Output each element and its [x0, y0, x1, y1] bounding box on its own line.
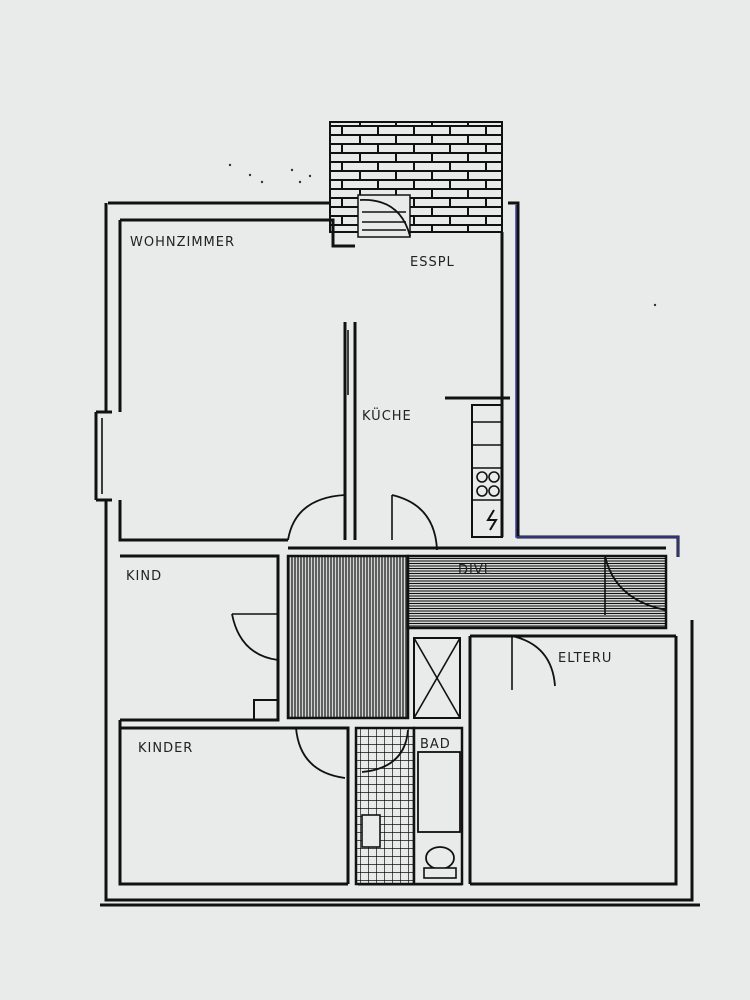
- room-label-bad: BAD: [420, 737, 451, 752]
- kind-walls: [120, 554, 280, 722]
- kitchen-counter-divisions: [472, 421, 502, 501]
- outer-wall-inner-top: [118, 218, 355, 542]
- stove-burner: [476, 485, 488, 497]
- eltern-walls: [468, 634, 676, 884]
- kitchen-counter: [471, 404, 503, 538]
- kind-door-arc: [231, 613, 279, 661]
- room-label-essplatz: ESSPL: [410, 255, 455, 270]
- outer-wall-left-top: [104, 201, 694, 902]
- kinder-walls: [120, 726, 350, 884]
- kitchen-door-arc-left: [287, 494, 346, 541]
- kitchen: [287, 322, 510, 551]
- bathroom: [354, 726, 464, 886]
- hallway-floor-horizontal: [406, 554, 668, 630]
- room-label-wohnzimmer: WOHNZIMMER: [130, 235, 235, 250]
- room-label-kinder: KINDER: [138, 741, 193, 756]
- closet-cross: [413, 637, 461, 719]
- room-label-kind: KIND: [126, 569, 162, 584]
- room-kinder: [120, 726, 350, 884]
- terrace-door-arc: [359, 199, 411, 237]
- kind-shaft: [253, 699, 279, 721]
- stove-burner: [476, 471, 488, 483]
- room-eltern: [468, 634, 676, 884]
- room-label-diele: DIVL: [458, 563, 492, 578]
- window-left: [94, 410, 112, 502]
- paper-speckles: [228, 163, 657, 307]
- kitchen-door-arc-right: [391, 494, 438, 551]
- electric-symbol-icon: [486, 509, 498, 531]
- bathtub: [417, 751, 461, 833]
- room-kind: [120, 554, 280, 722]
- room-label-eltern: ELTERU: [558, 651, 612, 666]
- bathroom-tiles: [354, 726, 416, 886]
- toilet: [425, 846, 455, 870]
- stove-burner: [488, 485, 500, 497]
- washbasin: [361, 814, 381, 848]
- terrace-brick-area: [329, 121, 503, 233]
- stove-burner: [488, 471, 500, 483]
- hallway: [286, 546, 668, 720]
- eltern-door-arc: [511, 635, 556, 687]
- terrace: [329, 121, 503, 238]
- kitchen-wall-left: [343, 322, 357, 540]
- hallway-floor-vertical: [286, 554, 410, 720]
- terrace-steps: [362, 211, 406, 231]
- closet: [413, 637, 461, 719]
- kinder-door-arc: [295, 727, 346, 779]
- bathroom-door-arc: [361, 729, 409, 773]
- toilet-tank: [423, 867, 457, 879]
- annotation-line-blue: [515, 205, 679, 557]
- entrance-door-arc: [604, 555, 667, 611]
- room-label-kueche: KÜCHE: [362, 407, 412, 424]
